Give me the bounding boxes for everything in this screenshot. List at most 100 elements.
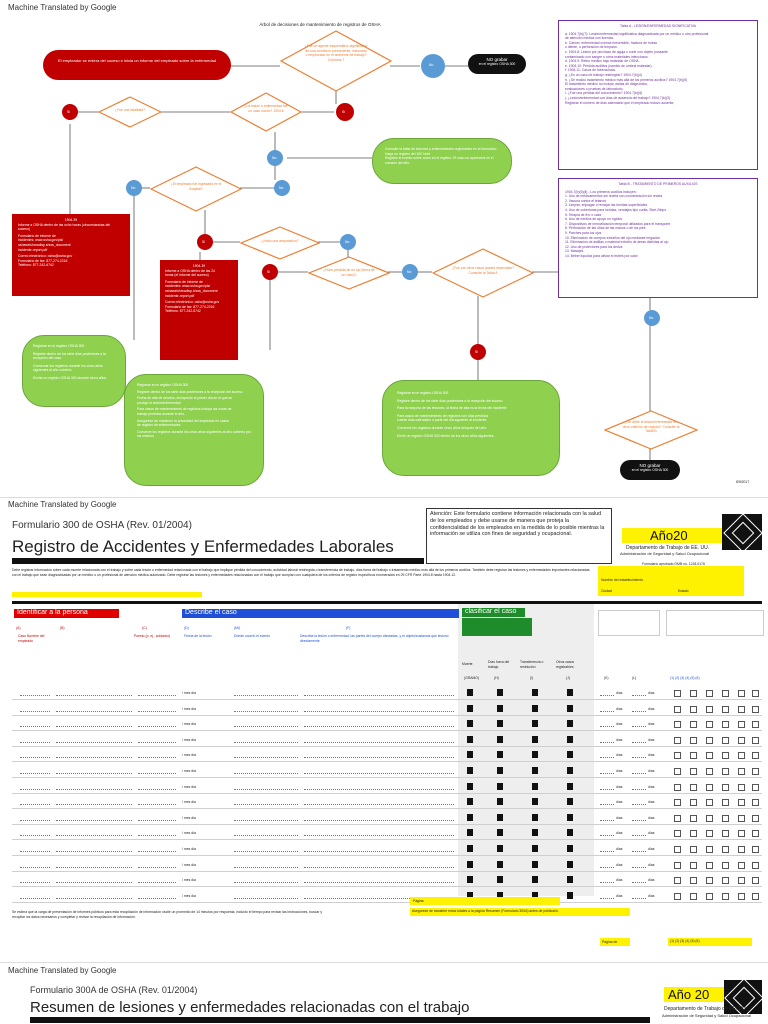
days-away-checkbox[interactable] xyxy=(497,720,503,728)
date-field[interactable]: / mes día xyxy=(182,769,196,773)
transfer-checkbox[interactable] xyxy=(532,876,538,884)
case-number-field[interactable] xyxy=(20,835,50,837)
date-field[interactable]: / mes día xyxy=(182,691,196,695)
description-field[interactable] xyxy=(304,835,454,837)
illness-type-3[interactable] xyxy=(706,861,713,869)
illness-type-4[interactable] xyxy=(722,861,729,869)
location-field[interactable] xyxy=(234,882,298,884)
illness-type-2[interactable] xyxy=(690,736,697,744)
illness-type-5[interactable] xyxy=(738,690,745,697)
illness-type-1[interactable] xyxy=(674,768,681,775)
location-field[interactable] xyxy=(234,835,298,837)
job-title-field[interactable] xyxy=(138,710,176,712)
transfer-days-count[interactable] xyxy=(632,866,646,868)
transfer-days-count[interactable] xyxy=(632,804,646,806)
illness-type-4[interactable] xyxy=(722,830,729,838)
illness-type-5[interactable] xyxy=(738,768,745,775)
illness-type-4[interactable] xyxy=(722,892,729,900)
location-field[interactable] xyxy=(234,897,298,899)
days-away-count[interactable] xyxy=(600,897,614,899)
other-checkbox[interactable] xyxy=(567,891,573,899)
illness-type-6[interactable] xyxy=(752,830,759,838)
description-field[interactable] xyxy=(304,804,454,806)
days-away-count[interactable] xyxy=(600,726,614,728)
transfer-checkbox[interactable] xyxy=(532,845,538,852)
days-away-count[interactable] xyxy=(600,710,614,712)
case-number-field[interactable] xyxy=(20,804,50,806)
illness-type-1[interactable] xyxy=(674,690,681,697)
death-checkbox[interactable] xyxy=(467,860,473,868)
other-checkbox[interactable] xyxy=(567,860,573,868)
days-away-checkbox[interactable] xyxy=(497,829,503,837)
location-field[interactable] xyxy=(234,851,298,852)
illness-type-1[interactable] xyxy=(674,705,681,713)
death-checkbox[interactable] xyxy=(467,751,473,759)
transfer-days-count[interactable] xyxy=(632,882,646,884)
illness-type-3[interactable] xyxy=(706,752,713,760)
case-number-field[interactable] xyxy=(20,866,50,868)
days-away-checkbox[interactable] xyxy=(497,891,503,899)
illness-type-3[interactable] xyxy=(706,783,713,791)
description-field[interactable] xyxy=(304,710,454,712)
job-title-field[interactable] xyxy=(138,773,176,774)
location-field[interactable] xyxy=(234,866,298,868)
case-number-field[interactable] xyxy=(20,819,50,821)
illness-type-2[interactable] xyxy=(690,783,697,791)
illness-type-3[interactable] xyxy=(706,814,713,822)
illness-type-4[interactable] xyxy=(722,690,729,697)
employee-name-field[interactable] xyxy=(56,710,132,712)
illness-type-5[interactable] xyxy=(738,799,745,807)
illness-type-6[interactable] xyxy=(752,768,759,775)
transfer-checkbox[interactable] xyxy=(532,735,538,743)
other-checkbox[interactable] xyxy=(567,845,573,852)
transfer-checkbox[interactable] xyxy=(532,891,538,899)
illness-type-6[interactable] xyxy=(752,892,759,900)
description-field[interactable] xyxy=(304,788,454,790)
illness-type-3[interactable] xyxy=(706,690,713,697)
transfer-days-count[interactable] xyxy=(632,741,646,743)
days-away-count[interactable] xyxy=(600,695,614,696)
date-field[interactable]: / mes día xyxy=(182,722,196,727)
job-title-field[interactable] xyxy=(138,897,176,899)
transfer-days-count[interactable] xyxy=(632,788,646,790)
location-field[interactable] xyxy=(234,819,298,821)
illness-type-6[interactable] xyxy=(752,861,759,869)
transfer-days-count[interactable] xyxy=(632,897,646,899)
date-field[interactable]: / mes día xyxy=(182,706,196,711)
days-away-count[interactable] xyxy=(600,788,614,790)
transfer-days-count[interactable] xyxy=(632,710,646,712)
case-number-field[interactable] xyxy=(20,710,50,712)
illness-type-5[interactable] xyxy=(738,892,745,900)
illness-type-6[interactable] xyxy=(752,752,759,760)
illness-type-2[interactable] xyxy=(690,892,697,900)
employee-name-field[interactable] xyxy=(56,788,132,790)
illness-type-4[interactable] xyxy=(722,752,729,760)
location-field[interactable] xyxy=(234,788,298,790)
days-away-count[interactable] xyxy=(600,757,614,759)
description-field[interactable] xyxy=(304,866,454,868)
illness-type-1[interactable] xyxy=(674,721,681,729)
illness-type-6[interactable] xyxy=(752,721,759,729)
illness-type-4[interactable] xyxy=(722,783,729,791)
transfer-checkbox[interactable] xyxy=(532,767,538,774)
illness-type-3[interactable] xyxy=(706,705,713,713)
illness-type-5[interactable] xyxy=(738,814,745,822)
illness-type-3[interactable] xyxy=(706,892,713,900)
illness-type-5[interactable] xyxy=(738,736,745,744)
illness-type-3[interactable] xyxy=(706,721,713,729)
employee-name-field[interactable] xyxy=(56,726,132,728)
job-title-field[interactable] xyxy=(138,726,176,728)
illness-type-1[interactable] xyxy=(674,799,681,807)
job-title-field[interactable] xyxy=(138,695,176,696)
case-number-field[interactable] xyxy=(20,897,50,899)
days-away-checkbox[interactable] xyxy=(497,813,503,821)
days-away-checkbox[interactable] xyxy=(497,767,503,774)
case-number-field[interactable] xyxy=(20,695,50,696)
illness-type-4[interactable] xyxy=(722,846,729,853)
transfer-days-count[interactable] xyxy=(632,726,646,728)
job-title-field[interactable] xyxy=(138,757,176,759)
illness-type-5[interactable] xyxy=(738,721,745,729)
description-field[interactable] xyxy=(304,695,454,696)
case-number-field[interactable] xyxy=(20,726,50,728)
days-away-count[interactable] xyxy=(600,773,614,774)
